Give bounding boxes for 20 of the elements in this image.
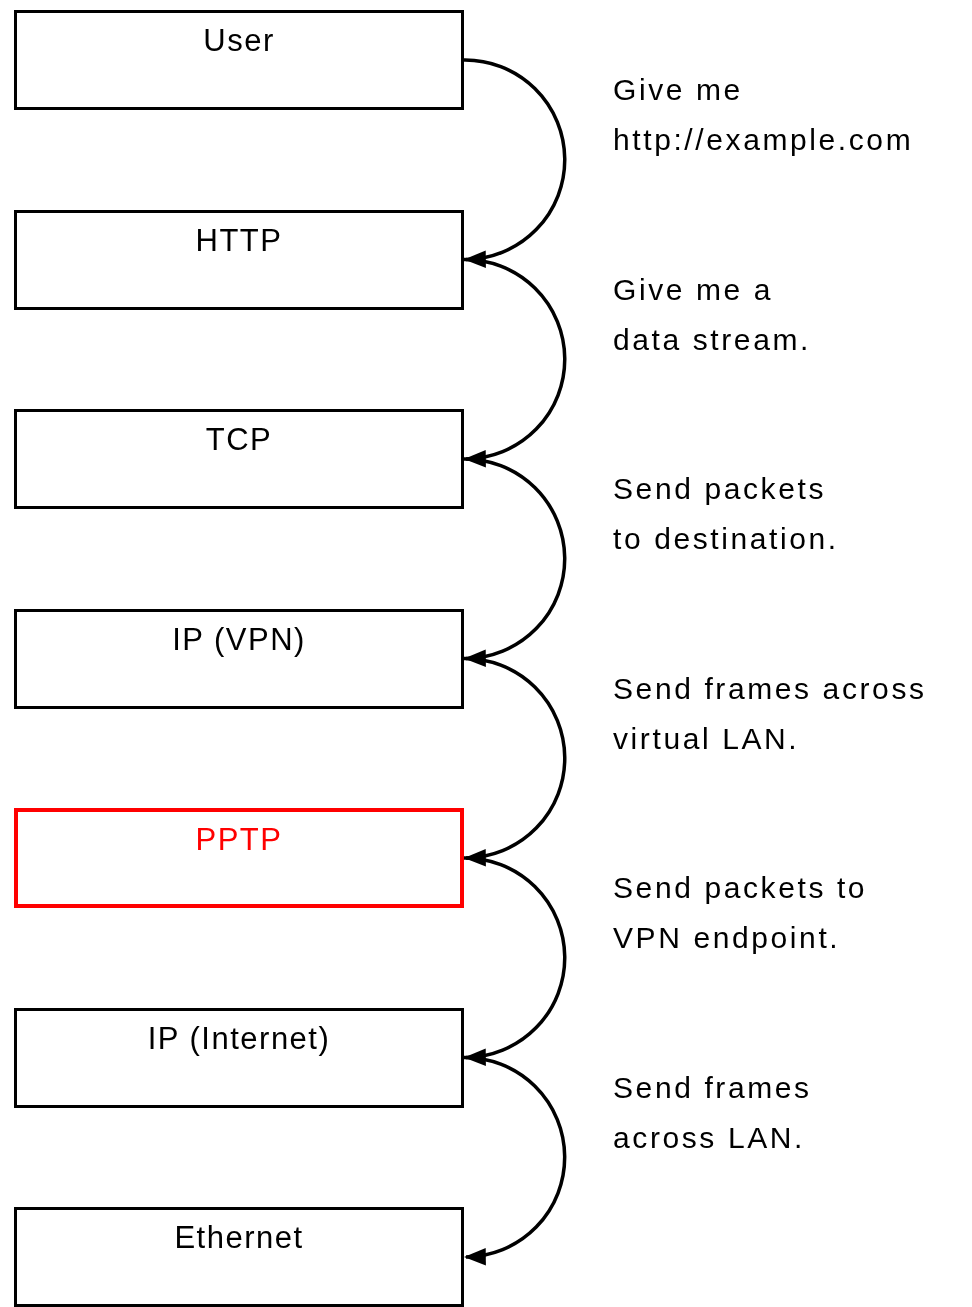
curved-arrow: [463, 257, 567, 467]
curved-arrow: [463, 457, 567, 666]
curved-arrow: [463, 1055, 567, 1265]
layer-box: [14, 1007, 464, 1108]
layer-box: [14, 409, 464, 509]
layer-label: TCP: [205, 422, 273, 458]
layer-box: [14, 608, 464, 709]
layer-box: [14, 1207, 464, 1307]
curved-arrow: [463, 58, 567, 267]
layer-label: Ethernet: [174, 1220, 304, 1256]
layer-box: [14, 209, 464, 310]
layer-label: PPTP: [195, 822, 283, 858]
layer-label: User: [203, 23, 275, 59]
layer-box: [14, 808, 464, 908]
layer-box: [14, 10, 464, 110]
layer-label: HTTP: [195, 222, 283, 259]
layer-label: IP (Internet): [147, 1020, 331, 1057]
curved-arrow: [463, 856, 567, 1065]
curved-arrow: [463, 656, 567, 866]
layer-label: IP (VPN): [172, 621, 306, 658]
